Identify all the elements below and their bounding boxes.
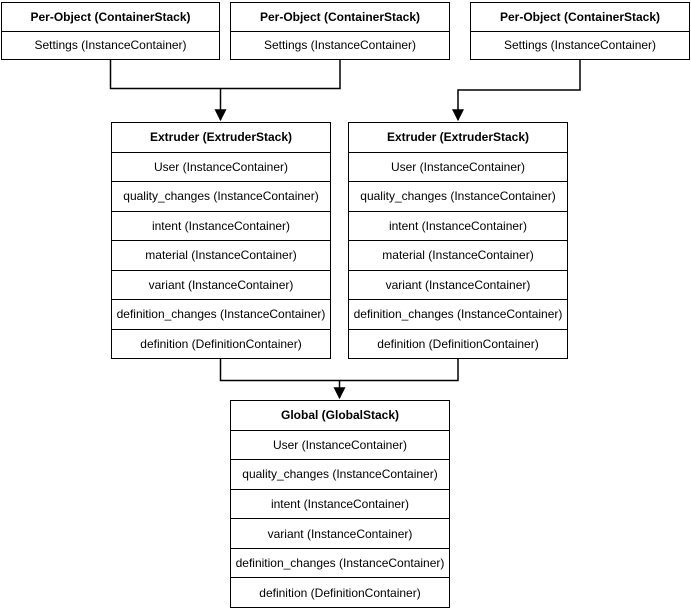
stack-row: variant (InstanceContainer) bbox=[112, 269, 330, 300]
stack-row: definition_changes (InstanceContainer) bbox=[231, 547, 449, 578]
stack-title: Per-Object (ContainerStack) bbox=[499, 9, 661, 24]
stack-row: User (InstanceContainer) bbox=[112, 151, 330, 182]
global-stack: Global (GlobalStack) User (InstanceConta… bbox=[230, 400, 450, 608]
extruder-stack-2: Extruder (ExtruderStack) User (InstanceC… bbox=[348, 122, 568, 359]
stack-row: User (InstanceContainer) bbox=[349, 151, 567, 182]
stack-row: variant (InstanceContainer) bbox=[349, 269, 567, 300]
stack-row: material (InstanceContainer) bbox=[349, 240, 567, 270]
per-object-stack-1: Per-Object (ContainerStack) Settings (In… bbox=[1, 2, 220, 60]
per-object-stack-3: Per-Object (ContainerStack) Settings (In… bbox=[470, 2, 690, 60]
connector-per-object-12-merge bbox=[109, 60, 341, 90]
stack-row: definition_changes (InstanceContainer) bbox=[349, 299, 567, 329]
stack-row: definition (DefinitionContainer) bbox=[231, 577, 449, 607]
stack-row: intent (InstanceContainer) bbox=[231, 488, 449, 519]
stack-row: definition_changes (InstanceContainer) bbox=[112, 299, 330, 329]
stack-row: quality_changes (InstanceContainer) bbox=[112, 181, 330, 211]
stack-row: variant (InstanceContainer) bbox=[231, 518, 449, 548]
stack-row: definition (DefinitionContainer) bbox=[112, 328, 330, 359]
stack-row: intent (InstanceContainer) bbox=[112, 210, 330, 241]
connector-extruders-merge bbox=[219, 358, 459, 382]
stack-title: Per-Object (ContainerStack) bbox=[259, 9, 421, 24]
stack-row: quality_changes (InstanceContainer) bbox=[349, 181, 567, 211]
stack-title: Per-Object (ContainerStack) bbox=[30, 9, 191, 24]
connector-arrow-to-extruder-2 bbox=[452, 60, 581, 122]
per-object-stack-2: Per-Object (ContainerStack) Settings (In… bbox=[230, 2, 450, 60]
stack-row: intent (InstanceContainer) bbox=[349, 210, 567, 241]
stack-row: User (InstanceContainer) bbox=[231, 429, 449, 460]
stack-row: Settings (InstanceContainer) bbox=[231, 30, 449, 60]
stack-row: Settings (InstanceContainer) bbox=[2, 30, 219, 60]
stack-title: Extruder (ExtruderStack) bbox=[386, 130, 530, 145]
stack-title: Global (GlobalStack) bbox=[280, 408, 400, 423]
stack-row: material (InstanceContainer) bbox=[112, 240, 330, 270]
stack-row: quality_changes (InstanceContainer) bbox=[231, 459, 449, 489]
extruder-stack-1: Extruder (ExtruderStack) User (InstanceC… bbox=[111, 122, 331, 359]
stack-title: Extruder (ExtruderStack) bbox=[149, 130, 293, 145]
stack-row: definition (DefinitionContainer) bbox=[349, 328, 567, 359]
stack-row: Settings (InstanceContainer) bbox=[471, 30, 689, 60]
